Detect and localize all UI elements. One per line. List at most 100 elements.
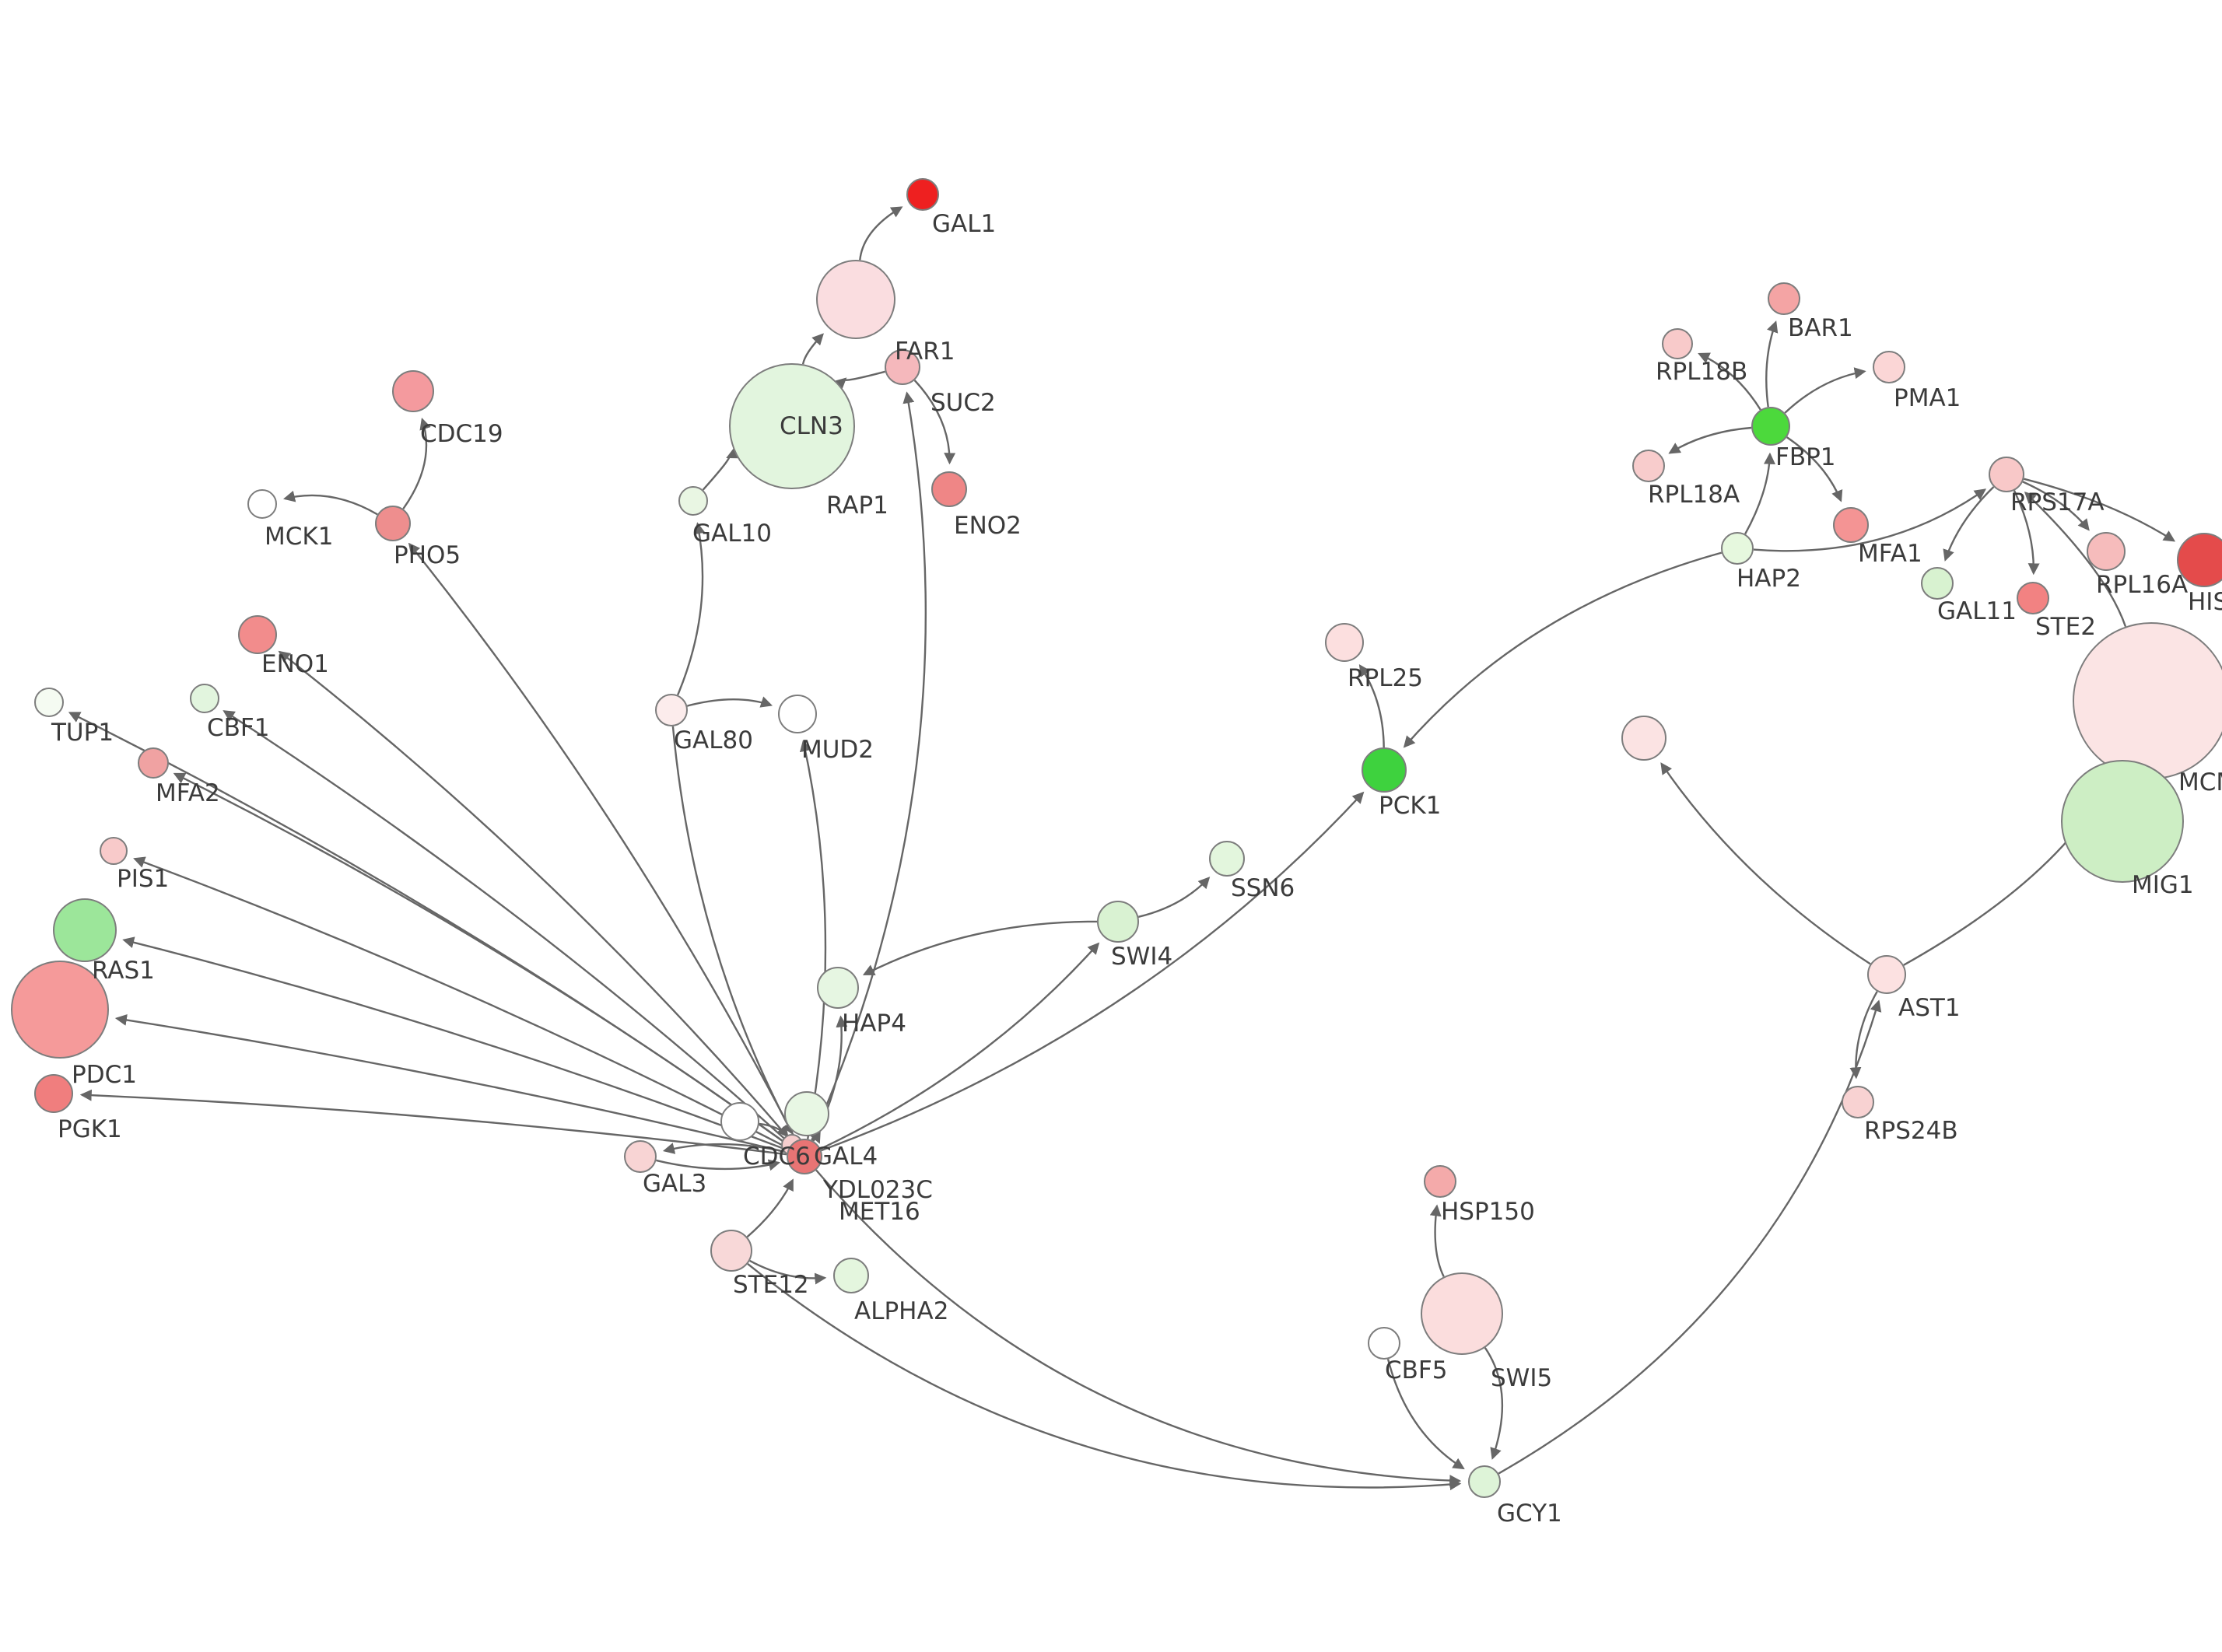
- node-MFA1[interactable]: [1833, 507, 1869, 543]
- edge-STE12-ALPHA2[interactable]: [749, 1259, 827, 1285]
- edge-GAL4-PCK1[interactable]: [821, 791, 1365, 1152]
- edge-GAL4-MET16[interactable]: [809, 1131, 821, 1144]
- edge-FBP1-BAR1[interactable]: [1765, 320, 1779, 408]
- edge-STE12-GAL4[interactable]: [746, 1178, 794, 1238]
- node-GAL1[interactable]: [906, 178, 939, 211]
- node-GCY1[interactable]: [1468, 1465, 1501, 1498]
- node-MFA2[interactable]: [138, 747, 169, 779]
- edge-PCK1-RPL25[interactable]: [1358, 664, 1385, 748]
- node-GAL80[interactable]: [655, 694, 688, 726]
- edge-GCY1-AST1[interactable]: [1498, 999, 1882, 1475]
- edge-CBF5-GCY1[interactable]: [1386, 1359, 1465, 1470]
- node-PMA1[interactable]: [1873, 351, 1905, 383]
- edge-HAP2-FBP1[interactable]: [1744, 452, 1775, 535]
- edge-SUC2-ENO2[interactable]: [913, 380, 956, 465]
- node-RPS24B[interactable]: [1842, 1086, 1874, 1118]
- node-SSN6[interactable]: [1209, 841, 1245, 877]
- node-STE12[interactable]: [710, 1230, 752, 1272]
- edge-RPS17A-GAL11[interactable]: [1943, 486, 1995, 562]
- edge-RAP1-FAR1[interactable]: [801, 333, 824, 365]
- edge-SWI5-GCY1[interactable]: [1484, 1347, 1504, 1460]
- node-TUP1[interactable]: [34, 688, 64, 717]
- node-RPL25[interactable]: [1325, 623, 1364, 662]
- node-RPS17A[interactable]: [1989, 457, 2024, 492]
- edge-GAL10-RAP1[interactable]: [702, 447, 739, 491]
- node-ENO1[interactable]: [238, 615, 277, 654]
- node-RPL18B[interactable]: [1662, 328, 1693, 359]
- node-HAP4[interactable]: [817, 967, 859, 1009]
- edge-GAL4-RAS1[interactable]: [122, 936, 788, 1151]
- node-ALPHA2[interactable]: [833, 1258, 869, 1293]
- edge-GAL4-PHO5[interactable]: [408, 542, 797, 1142]
- edge-GAL4-SUC2[interactable]: [811, 391, 927, 1141]
- node-MUD2[interactable]: [778, 695, 817, 733]
- node-AST1[interactable]: [1867, 955, 1906, 994]
- node-ENO2[interactable]: [931, 471, 967, 507]
- node-PCK1[interactable]: [1362, 747, 1407, 793]
- edge-SUC2-RAP1[interactable]: [834, 370, 886, 390]
- edge-GAL80-GAL4[interactable]: [671, 726, 794, 1135]
- edge-SWI4-SSN6[interactable]: [1138, 877, 1211, 918]
- edge-GAL4-SWI4[interactable]: [820, 942, 1100, 1150]
- node-GAL11[interactable]: [1921, 567, 1954, 600]
- edge-SWI4-HAP4[interactable]: [862, 920, 1098, 975]
- node-PDC1[interactable]: [11, 961, 109, 1059]
- edge-GAL80-MUD2[interactable]: [686, 696, 773, 708]
- node-CBF1[interactable]: [190, 684, 219, 713]
- node-MIG1[interactable]: [2061, 760, 2184, 883]
- node-PIS1[interactable]: [100, 837, 128, 865]
- edge-GAL4-PIS1[interactable]: [133, 856, 790, 1150]
- edge-HAP2-PCK1[interactable]: [1403, 551, 1723, 748]
- node-MCK1[interactable]: [247, 489, 277, 519]
- node-PGK1[interactable]: [34, 1074, 73, 1113]
- edge-RPS17A-HIS4[interactable]: [2024, 478, 2176, 542]
- node-CDC19[interactable]: [392, 370, 434, 412]
- node-HSP150[interactable]: [1424, 1165, 1456, 1198]
- edge-GAL4-PGK1[interactable]: [79, 1089, 787, 1156]
- node-CBF5[interactable]: [1368, 1327, 1400, 1360]
- node-BAR1[interactable]: [1768, 282, 1800, 315]
- edge-FBP1-RPL18B[interactable]: [1698, 352, 1761, 411]
- edge-GAL4-MUD2[interactable]: [799, 740, 827, 1139]
- edge-FBP1-PMA1[interactable]: [1784, 367, 1866, 414]
- node-CDC6[interactable]: [720, 1102, 759, 1141]
- edge-PHO5-CDC19[interactable]: [402, 418, 431, 509]
- node-GAL3[interactable]: [624, 1140, 657, 1173]
- edge-FBP1-RPL18A[interactable]: [1668, 426, 1752, 454]
- edge-AST1-NODE1[interactable]: [1660, 762, 1871, 965]
- node-PHO5[interactable]: [375, 506, 411, 541]
- edge-RPS17A-STE2[interactable]: [2013, 490, 2040, 576]
- edge-FAR1-GAL1[interactable]: [859, 206, 903, 261]
- edge-GAL4-MFA2[interactable]: [173, 772, 791, 1147]
- edge-GAL80-GAL10[interactable]: [676, 522, 706, 696]
- edge-GAL3-GAL4[interactable]: [656, 1159, 781, 1171]
- edge-GAL4-ENO1[interactable]: [278, 650, 794, 1144]
- node-RPL18A[interactable]: [1632, 450, 1665, 482]
- node-MCM1[interactable]: [2073, 622, 2222, 779]
- edge-GAL4-GCY1[interactable]: [815, 1169, 1462, 1487]
- node-RAS1[interactable]: [53, 898, 117, 962]
- node-FBP1[interactable]: [1751, 407, 1790, 446]
- edge-GAL4-CBF1[interactable]: [223, 710, 792, 1146]
- node-FAR1[interactable]: [816, 260, 895, 339]
- edge-AST1-RPS24B[interactable]: [1849, 991, 1878, 1080]
- edge-RPS17A-RPL16A[interactable]: [2022, 481, 2090, 531]
- edge-CDC6-GAL4[interactable]: [759, 1122, 789, 1138]
- edge-GAL4-PDC1[interactable]: [114, 1013, 787, 1153]
- edge-HAP2-RPS17A[interactable]: [1753, 488, 1987, 552]
- node-RAP1[interactable]: [729, 363, 855, 489]
- edge-MCM1-RPS17A[interactable]: [2024, 492, 2127, 627]
- edge-STE12-GCY1[interactable]: [747, 1262, 1462, 1491]
- node-HAP2[interactable]: [1721, 532, 1754, 565]
- edge-PHO5-MCK1[interactable]: [283, 490, 378, 516]
- node-SWI4[interactable]: [1097, 901, 1139, 943]
- node-GAL10[interactable]: [678, 486, 708, 516]
- node-SUC2[interactable]: [885, 349, 920, 385]
- node-MET16[interactable]: [784, 1091, 829, 1136]
- node-HIS4[interactable]: [2177, 533, 2222, 587]
- node-RPL16A[interactable]: [2087, 532, 2126, 571]
- edge-SWI5-HSP150[interactable]: [1429, 1204, 1445, 1277]
- node-STE2[interactable]: [2017, 582, 2049, 614]
- node-SWI5[interactable]: [1421, 1272, 1503, 1355]
